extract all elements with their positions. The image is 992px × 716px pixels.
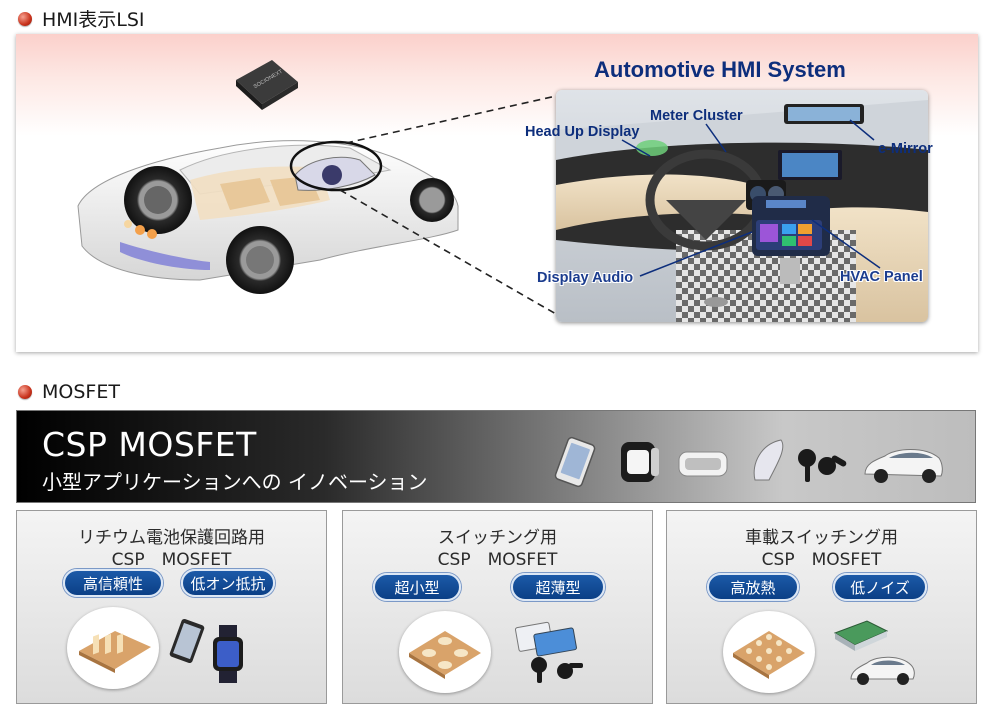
label-head-up-display: Head Up Display — [525, 124, 640, 140]
cockpit-illustration — [556, 90, 928, 322]
card-title-line2: CSP MOSFET — [437, 550, 558, 570]
earbuds-icon — [798, 449, 847, 482]
bullet-icon — [18, 11, 32, 26]
ecu-module-icon — [833, 620, 889, 651]
sd-card-icon — [514, 621, 577, 657]
card-title-line2: CSP MOSFET — [761, 550, 882, 570]
ecu-and-car-icon — [833, 620, 915, 685]
mosfet-card-automotive: 車載スイッチング用 CSP MOSFET 高放熱 低ノイズ — [666, 510, 977, 704]
card-title-line1: リチウム電池保護回路用 — [78, 528, 265, 548]
sd-card-and-earbuds-icon — [514, 621, 583, 683]
car-icon — [850, 656, 915, 685]
csp-mosfet-banner: CSP MOSFET 小型アプリケーションへの イノベーション — [16, 410, 976, 503]
card-title-line2: CSP MOSFET — [111, 550, 232, 570]
mosfet-card-switching: スイッチング用 CSP MOSFET 超小型 超薄型 — [342, 510, 653, 704]
smartphone-icon — [169, 618, 205, 664]
car-icon — [864, 449, 943, 483]
feature-pill: 超小型 — [373, 573, 461, 601]
phone-and-watch-icon — [169, 618, 243, 683]
chip-package-image — [733, 631, 805, 679]
section-heading-hmi-text: HMI表示LSI — [42, 9, 145, 31]
mosfet-card-battery: リチウム電池保護回路用 CSP MOSFET 高信頼性 低オン抵抗 — [16, 510, 327, 704]
label-e-mirror: e-Mirror — [878, 141, 933, 157]
feature-pill: 高信頼性 — [63, 569, 163, 597]
banner-subtitle: 小型アプリケーションへの イノベーション — [42, 470, 428, 494]
bullet-icon — [18, 385, 32, 399]
cockpit-image — [556, 90, 928, 322]
smartphone-icon — [554, 436, 596, 488]
label-meter-cluster: Meter Cluster — [650, 108, 743, 124]
hearing-aid-icon — [753, 439, 784, 481]
section-heading-hmi: HMI表示LSI — [18, 5, 145, 32]
card-title-line1: 車載スイッチング用 — [745, 528, 898, 548]
earbuds-icon — [531, 657, 583, 683]
vr-headset-icon — [678, 451, 728, 477]
chip-package-image — [79, 631, 151, 673]
feature-pill: 低オン抵抗 — [181, 569, 275, 597]
banner-product-icons — [554, 436, 943, 488]
lsi-chip-image: SOCIONEXT — [236, 60, 298, 110]
feature-pill: 低ノイズ — [833, 573, 927, 601]
feature-pill: 超薄型 — [511, 573, 605, 601]
smartwatch-icon — [621, 442, 659, 482]
smartwatch-icon — [213, 625, 243, 683]
section-heading-mosfet-text: MOSFET — [42, 381, 120, 403]
label-display-audio: Display Audio — [537, 270, 634, 286]
banner-title: CSP MOSFET — [42, 425, 257, 464]
card-title-line1: スイッチング用 — [438, 528, 557, 548]
feature-pill: 高放熱 — [707, 573, 799, 601]
chip-package-image — [409, 631, 481, 679]
section-heading-mosfet: MOSFET — [18, 381, 120, 403]
system-title: Automotive HMI System — [594, 57, 846, 82]
car-cutaway-image — [77, 140, 459, 294]
label-hvac-panel: HVAC Panel — [840, 269, 923, 285]
